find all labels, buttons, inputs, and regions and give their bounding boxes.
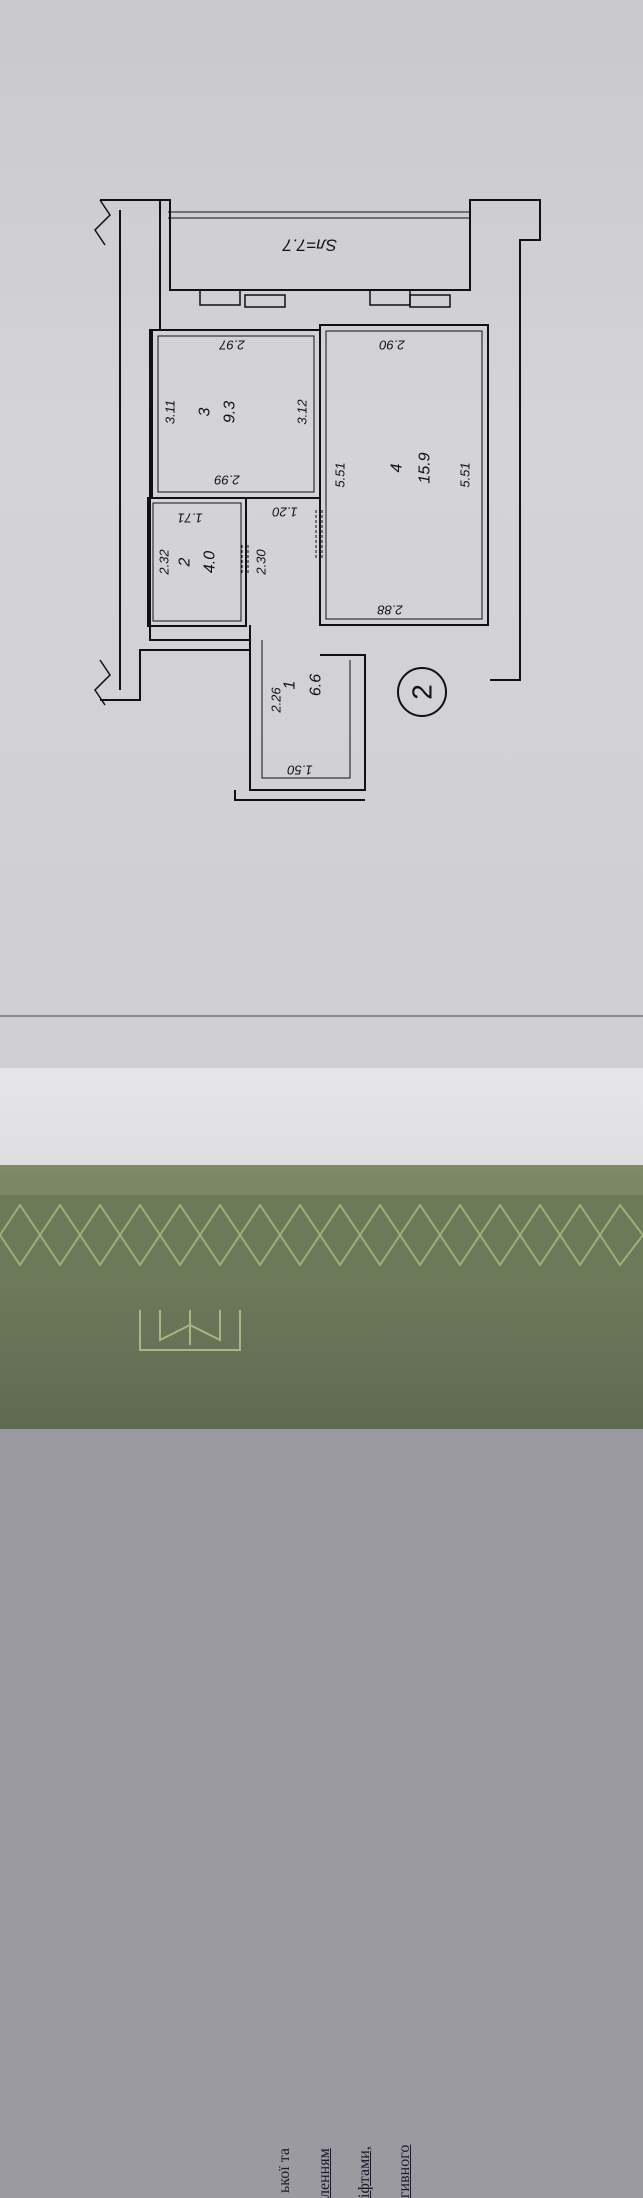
balcony-glazing bbox=[168, 211, 470, 219]
doc-text-line-1: ької та bbox=[276, 2148, 293, 2193]
balcony-outline bbox=[160, 199, 541, 681]
dim-5-51-left: 5.51 bbox=[333, 462, 348, 487]
plan-number-circle bbox=[397, 667, 447, 717]
room-1-number: 1 bbox=[282, 681, 299, 690]
plan-number: 2 bbox=[407, 684, 438, 700]
room-1-area: 6.6 bbox=[308, 674, 325, 696]
room-3-area: 9.3 bbox=[222, 401, 239, 423]
room-4-outline bbox=[319, 324, 489, 626]
window-frames bbox=[199, 289, 451, 308]
doc-text-line-3: іфтами, bbox=[356, 2146, 373, 2198]
room-3-number: 3 bbox=[197, 407, 214, 416]
dim-2-30: 2.30 bbox=[254, 549, 269, 576]
dim-1-20: 1.20 bbox=[272, 505, 298, 520]
dim-2-88: 2.88 bbox=[377, 603, 404, 618]
doc-text-line-4: гивного bbox=[396, 2144, 413, 2198]
dim-3-12: 3.12 bbox=[295, 399, 310, 425]
balcony-area-label: Sл=7.7 bbox=[282, 236, 337, 255]
door-marks bbox=[241, 491, 323, 575]
entrance-wall bbox=[234, 790, 365, 801]
dim-3-11: 3.11 bbox=[163, 400, 178, 424]
dim-2-90: 2.90 bbox=[379, 338, 406, 353]
cover-ornament-band bbox=[0, 1195, 643, 1275]
break-line-top bbox=[94, 199, 111, 246]
room-4-number: 4 bbox=[389, 463, 406, 472]
doc-text-line-2: ленням bbox=[316, 2148, 333, 2198]
room-2-area: 4.0 bbox=[202, 551, 219, 573]
room-2-outline bbox=[147, 497, 247, 627]
dim-2-99: 2.99 bbox=[214, 473, 240, 488]
dim-1-71: 1.71 bbox=[177, 511, 202, 526]
room-1-outline bbox=[249, 625, 366, 791]
trident-emblem-icon bbox=[139, 1310, 241, 1351]
dim-2-97: 2.97 bbox=[219, 338, 246, 353]
dim-2-26: 2.26 bbox=[269, 687, 284, 714]
dim-2-32: 2.32 bbox=[157, 549, 172, 576]
dim-5-51-right: 5.51 bbox=[458, 462, 473, 487]
floor-plan-drawing: 2 Sл=7.7 3 9.3 2 4.0 4 15.9 1 6.6 2.97 2… bbox=[94, 199, 541, 801]
exterior-wall-left bbox=[100, 199, 251, 701]
sheet-edge-line bbox=[0, 1015, 643, 1017]
break-line-bottom bbox=[94, 659, 111, 706]
dim-1-50: 1.50 bbox=[287, 763, 313, 778]
room-2-number: 2 bbox=[177, 557, 194, 567]
room-4-area: 15.9 bbox=[417, 452, 434, 483]
